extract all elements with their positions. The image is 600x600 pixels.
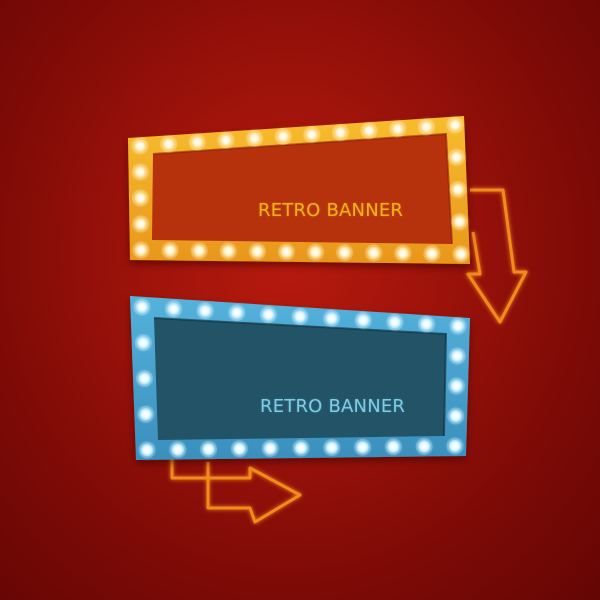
orange-bulb: [277, 130, 290, 143]
orange-banner-panel: [152, 134, 452, 244]
orange-bulb: [162, 138, 175, 151]
blue-bulb: [452, 320, 464, 332]
blue-bulb: [449, 440, 461, 452]
orange-bulb: [452, 183, 464, 196]
blue-bulb: [141, 444, 153, 456]
blue-bulb: [418, 440, 431, 453]
blue-bulb: [233, 442, 246, 455]
blue-bulb: [294, 310, 306, 323]
orange-bulb: [334, 126, 347, 139]
blue-bulb: [137, 336, 150, 349]
orange-bulb: [363, 124, 376, 137]
blue-bulb: [387, 440, 400, 453]
blue-bulb: [295, 442, 307, 454]
blue-bulb: [264, 442, 277, 455]
blue-bulb-row: [133, 298, 467, 459]
blue-bulb: [262, 308, 275, 321]
orange-bulb: [425, 247, 438, 260]
orange-bulb: [191, 136, 204, 149]
blue-bulb: [171, 443, 184, 456]
orange-bulb: [134, 140, 146, 152]
orange-bulb: [450, 151, 463, 164]
orange-bulb-row: [131, 116, 470, 263]
orange-bulb: [420, 120, 433, 133]
blue-bulb: [230, 306, 243, 319]
orange-bulb: [391, 122, 404, 135]
orange-bulb: [305, 128, 318, 141]
arrow-down-icon: [466, 188, 528, 324]
orange-bulb: [135, 244, 147, 256]
orange-bulb: [134, 192, 147, 204]
orange-bulb: [219, 134, 232, 147]
orange-banner-label: RETRO BANNER: [258, 200, 404, 221]
blue-bulb: [139, 408, 152, 421]
blue-bulb: [451, 350, 464, 362]
orange-bulb: [309, 246, 322, 259]
blue-bulb: [138, 372, 151, 385]
blue-bulb: [136, 301, 148, 313]
blue-banner-label: RETRO BANNER: [260, 396, 406, 417]
orange-bulb: [453, 215, 466, 228]
orange-bulb: [251, 245, 264, 258]
orange-bulb: [193, 244, 206, 257]
blue-bulb: [450, 380, 463, 392]
orange-bulb: [248, 132, 261, 145]
blue-banner: [130, 296, 470, 460]
orange-bulb: [134, 218, 147, 230]
blue-bulb: [167, 302, 180, 315]
orange-bulb: [449, 119, 461, 131]
blue-bulb: [420, 318, 433, 331]
arrow-right-icon: [170, 452, 302, 524]
orange-banner: [128, 116, 470, 264]
orange-bulb: [164, 244, 177, 257]
blue-bulb: [199, 304, 212, 317]
orange-bulb: [455, 248, 467, 260]
orange-bulb: [280, 245, 293, 258]
blue-bulb: [325, 441, 338, 454]
blue-bulb: [356, 441, 369, 454]
blue-bulb: [202, 443, 215, 456]
blue-bulb: [388, 316, 401, 329]
blue-bulb: [325, 312, 338, 325]
blue-banner-panel: [154, 318, 446, 440]
orange-bulb: [396, 247, 409, 260]
blue-bulb: [357, 314, 370, 327]
orange-bulb: [222, 245, 235, 258]
orange-bulb: [367, 246, 380, 259]
blue-bulb: [449, 410, 462, 422]
orange-bulb: [338, 246, 351, 259]
orange-bulb: [134, 166, 147, 178]
